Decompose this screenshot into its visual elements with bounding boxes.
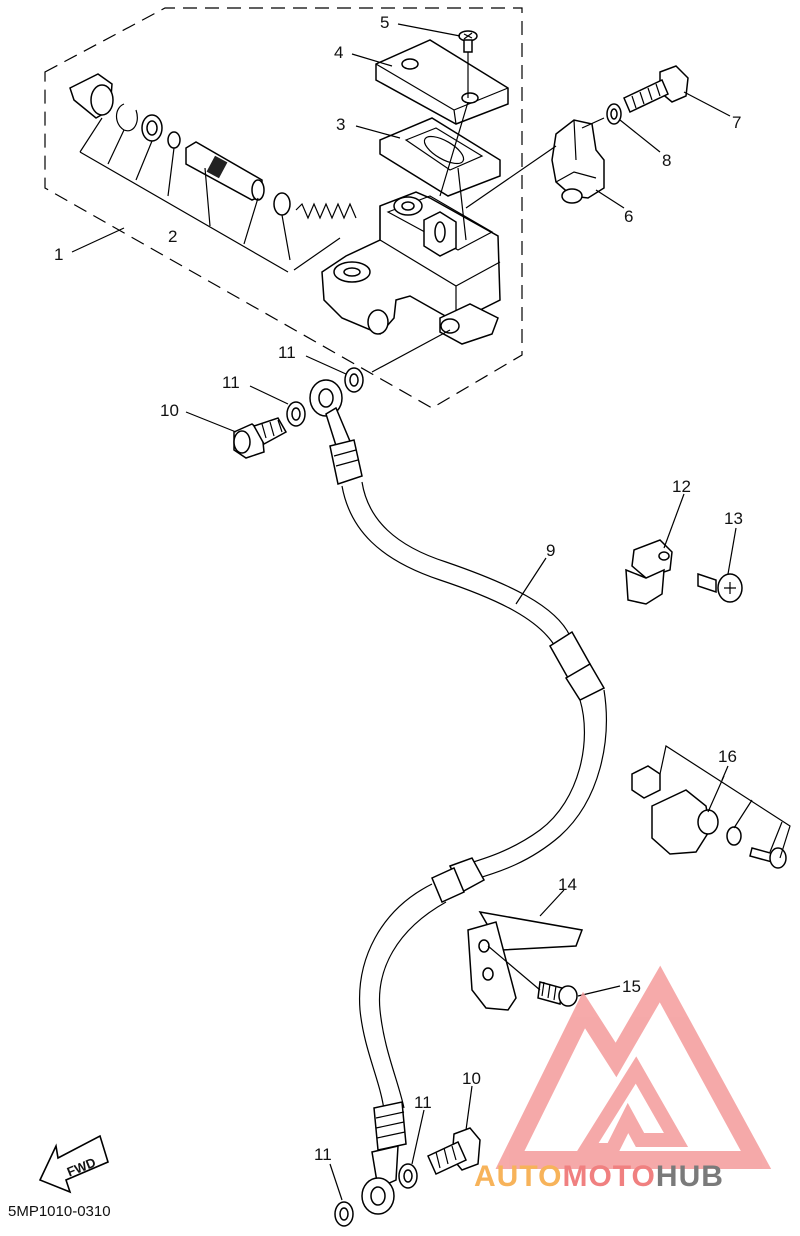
clamp-bolt [623,65,689,114]
leader-16 [721,765,729,781]
callout-14: 14 [558,875,577,894]
lower-washers [334,1163,418,1227]
leader-14 [539,889,565,917]
callout-4: 4 [334,43,343,62]
watermark-moto: MOTO [562,1160,655,1193]
leader-10a [185,411,237,433]
leader-7 [683,91,731,117]
callout-16: 16 [718,747,737,766]
clamp-washer [606,103,622,125]
callout-3: 3 [336,115,345,134]
leader-4 [351,53,393,67]
bracket-bolt [537,981,578,1007]
callout-11a: 11 [222,373,240,392]
lower-union-bolt [427,1127,481,1176]
clamp-set [631,745,791,869]
callout-6: 6 [624,207,633,226]
hose-clamp-screw [697,572,743,603]
leader-13 [727,527,737,575]
callout-11c: 11 [414,1093,432,1112]
callout-8: 8 [662,151,671,170]
brake-hose [309,379,607,1215]
callout-9: 9 [546,541,555,560]
watermark-logo [495,965,772,1169]
leader-1 [71,227,125,253]
callout-10a: 10 [160,401,179,420]
callout-15: 15 [622,977,641,996]
reservoir-cover [375,39,509,125]
watermark-auto: AUTO [474,1160,562,1193]
upper-washers [286,367,364,427]
callout-1: 1 [54,245,63,264]
leader-11d [329,1163,343,1201]
callout-11b: 11 [278,343,296,362]
leader-12 [663,493,685,549]
callout-5: 5 [380,13,389,32]
upper-union-bolt [233,417,288,459]
hose-bracket [467,910,584,1011]
leader-6 [595,189,625,209]
clamp-holder [551,119,605,204]
callout-12: 12 [672,477,691,496]
callout-2: 2 [168,227,177,246]
leader-10b [465,1085,473,1131]
leader-9 [515,557,547,605]
leader-11a [249,385,289,405]
callout-7: 7 [732,113,741,132]
watermark-text: AUTOMOTOHUB [474,1160,724,1193]
leader-15 [577,985,621,997]
hose-clamp [625,539,673,605]
leader-11b [305,355,347,375]
diagram-code: 5MP1010-0310 [8,1203,111,1220]
leader-8 [619,119,661,153]
leader-5 [397,23,461,37]
piston-kit [69,73,357,273]
leader-3 [355,125,401,139]
cover-screw [458,30,478,98]
diaphragm [379,117,501,197]
callout-11d: 11 [314,1145,332,1164]
fwd-arrow-icon: FWD [38,1134,109,1194]
leader-11c [411,1109,425,1165]
watermark-hub: HUB [656,1160,724,1193]
callout-13: 13 [724,509,743,528]
master-cylinder-body [321,191,501,345]
assembly-boundary [44,7,523,409]
callout-10b: 10 [462,1069,481,1088]
